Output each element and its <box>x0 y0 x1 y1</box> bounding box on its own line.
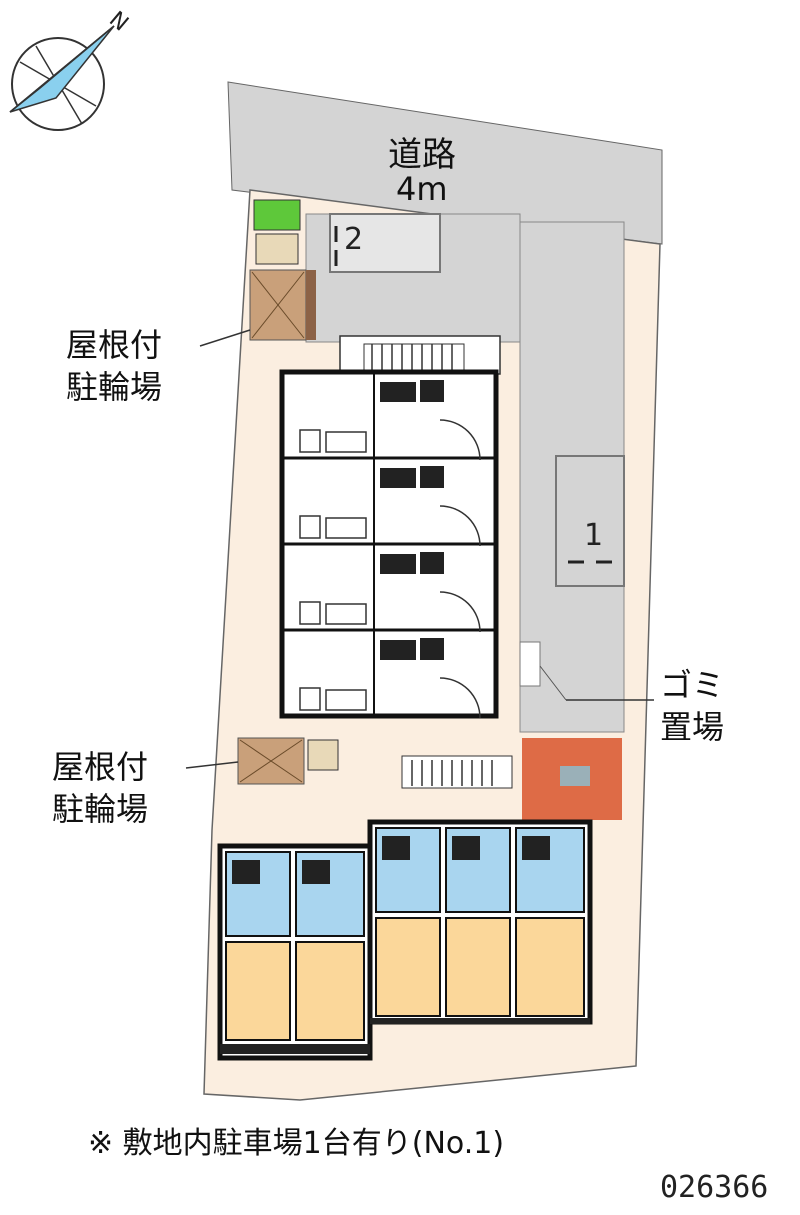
road <box>227 81 663 245</box>
parking-space-1 <box>555 455 625 587</box>
garbage-label-line1: ゴミ <box>660 666 725 704</box>
bike-parking-bottom-line2: 駐輪場 <box>52 790 149 828</box>
parking-footnote: ※ 敷地内駐車場1台有り(No.1) <box>88 1126 505 1161</box>
bike-rack-top <box>255 233 299 265</box>
road-name: 道路 <box>388 135 456 175</box>
compass-icon: N <box>9 7 133 131</box>
parking-number-2: 2 <box>344 222 364 257</box>
garbage-label-line2: 置場 <box>660 708 725 746</box>
building-lower <box>217 819 593 1061</box>
bike-parking-top-line1: 屋根付 <box>66 326 163 364</box>
green-area <box>253 199 301 231</box>
bike-parking-bottom-line1: 屋根付 <box>52 748 149 786</box>
plan-code: 026366 <box>660 1170 769 1205</box>
leader-bike-top <box>199 329 251 347</box>
bike-rack-bottom <box>307 739 339 771</box>
parking-number-1: 1 <box>584 518 604 553</box>
leader-bike-bottom <box>185 761 239 769</box>
road-width: 4m <box>396 170 448 208</box>
bike-parking-top-line2: 駐輪場 <box>66 368 163 406</box>
building-upper <box>279 335 501 719</box>
parking-space-2 <box>329 213 441 273</box>
garbage-area-box <box>519 641 541 687</box>
